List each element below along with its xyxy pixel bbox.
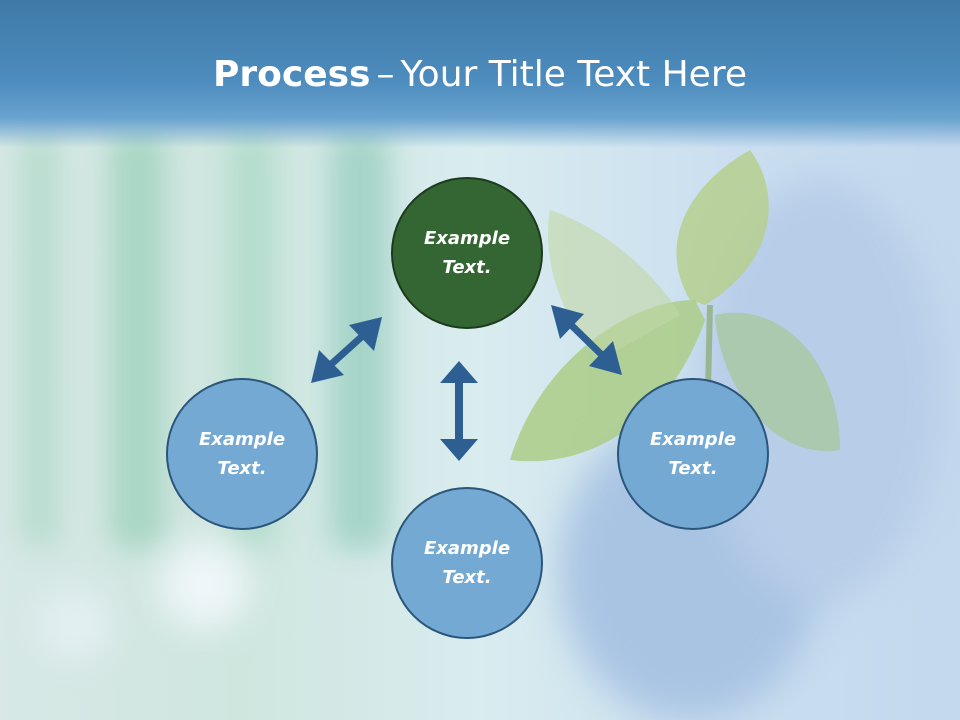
page-title: Process–Your Title Text Here — [0, 50, 960, 100]
node-label: Example Text. — [407, 224, 527, 282]
node-label-line2: Text. — [442, 567, 492, 588]
plant-image — [510, 150, 840, 462]
node-label: Example Text. — [182, 425, 302, 483]
node-label-line1: Example — [198, 429, 286, 450]
node-label-line1: Example — [423, 228, 511, 249]
title-separator: – — [376, 54, 395, 95]
title-strong: Process — [212, 54, 371, 95]
node-label: Example Text. — [633, 425, 753, 483]
process-node-left: Example Text. — [166, 378, 318, 530]
title-rest: Your Title Text Here — [400, 54, 747, 95]
double-arrow-top-right — [551, 305, 622, 375]
node-label-line1: Example — [649, 429, 737, 450]
node-label: Example Text. — [407, 534, 527, 592]
node-label-line2: Text. — [217, 458, 267, 479]
title-bar — [0, 0, 960, 148]
double-arrow-top-left — [311, 317, 382, 383]
bg-bokeh — [40, 590, 110, 660]
bg-bokeh — [160, 540, 250, 630]
bg-stripe — [110, 130, 165, 550]
node-label-line2: Text. — [442, 257, 492, 278]
process-node-top: Example Text. — [391, 177, 543, 329]
double-arrow-vertical — [440, 361, 478, 461]
process-node-bottom: Example Text. — [391, 487, 543, 639]
node-label-line1: Example — [423, 538, 511, 559]
process-node-right: Example Text. — [617, 378, 769, 530]
node-label-line2: Text. — [668, 458, 718, 479]
bg-stripe — [20, 130, 60, 550]
